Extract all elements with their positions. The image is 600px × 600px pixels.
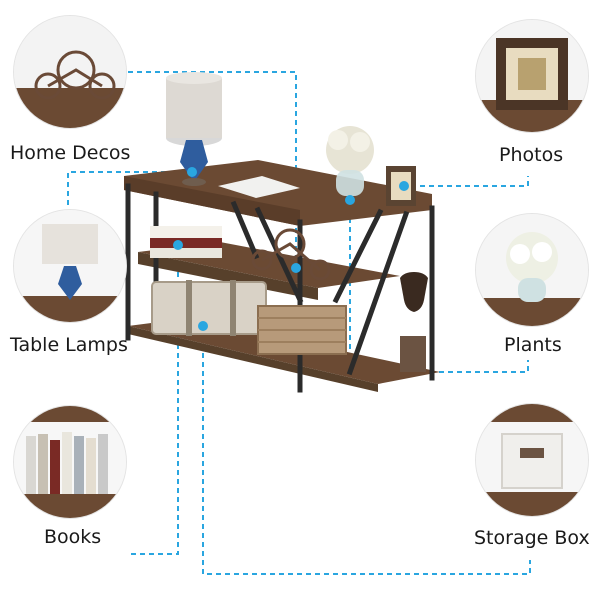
books-thumbnail (14, 406, 126, 518)
photos-label: Photos (499, 144, 564, 166)
table-lamps-label: Table Lamps (10, 334, 128, 356)
storage-box-label: Storage Box (474, 527, 590, 549)
plants-label: Plants (504, 334, 562, 356)
plants-thumbnail (476, 214, 588, 326)
photos-thumbnail (476, 20, 588, 132)
home-decos-label: Home Decos (10, 142, 131, 164)
storage-box-thumbnail (476, 404, 588, 516)
table-lamps-thumbnail (14, 210, 126, 322)
home-decos-thumbnail (14, 16, 126, 128)
books-label: Books (44, 526, 102, 548)
